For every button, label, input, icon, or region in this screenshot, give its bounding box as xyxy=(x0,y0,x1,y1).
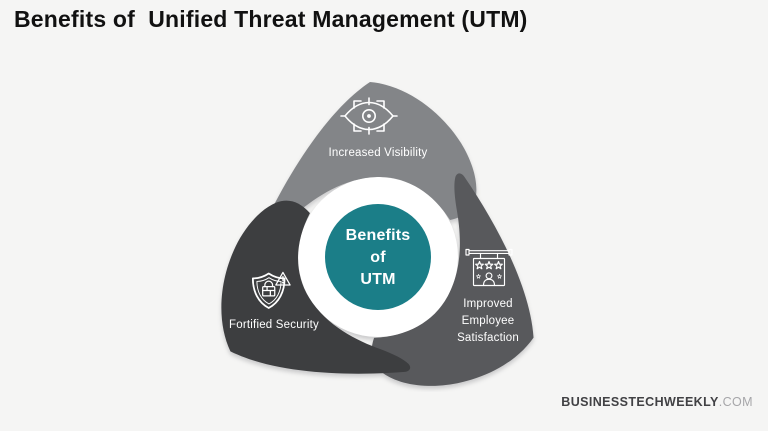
star-icon xyxy=(484,260,494,270)
center-line-1: Benefits xyxy=(345,227,411,244)
utm-benefits-diagram: Increased Visibility Fortified Security … xyxy=(158,62,598,392)
alert-triangle-icon xyxy=(275,271,291,286)
page-title: Benefits of Unified Threat Management (U… xyxy=(14,6,528,32)
center-line-2: of xyxy=(370,249,386,266)
employee-satisfaction-rating-icon xyxy=(465,248,513,287)
visibility-eye-icon xyxy=(340,97,398,135)
sparkle-icon xyxy=(497,273,502,279)
label-increased-visibility: Increased Visibility xyxy=(328,147,428,159)
shield-lock-alert-icon xyxy=(251,271,291,309)
sparkle-icon xyxy=(476,273,481,279)
center-circle xyxy=(325,204,431,310)
label-fortified-security: Fortified Security xyxy=(229,319,319,331)
diagram-shapes xyxy=(177,82,587,392)
brand-logo: BUSINESSTECHWEEKLY.COM xyxy=(561,395,753,409)
brand-domain: .COM xyxy=(718,395,753,409)
label-improved-employee-satisfaction: Improved Employee Satisfaction xyxy=(457,298,519,344)
center-title: Benefits of UTM xyxy=(308,225,448,291)
star-icon xyxy=(475,260,484,270)
star-icon xyxy=(494,260,503,270)
center-line-3: UTM xyxy=(360,271,396,288)
brand-name: BUSINESSTECHWEEKLY xyxy=(561,395,719,409)
